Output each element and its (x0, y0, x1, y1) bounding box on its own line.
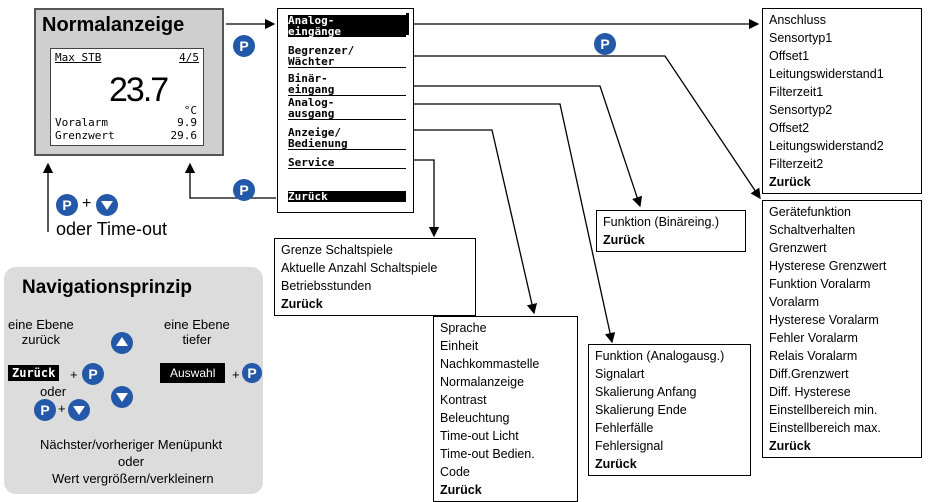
box-item: Fehlerfälle (595, 421, 654, 435)
menu-item-zurueck[interactable]: Zurück (288, 191, 406, 202)
normal-display-panel: Normalanzeige Max STB 4/5 23.7 °C Vorala… (34, 8, 224, 156)
panel-title: Normalanzeige (42, 14, 185, 36)
plus-sign: + (82, 195, 92, 212)
navigation-title: Navigationsprinzip (22, 277, 192, 298)
box-item: Offset2 (769, 121, 810, 135)
box-item: Beleuchtung (440, 411, 510, 425)
box-item: Signalart (595, 367, 645, 381)
box-item: Time-out Licht (440, 429, 519, 443)
box-item-zurueck: Zurück (595, 457, 637, 471)
up-key-icon (111, 332, 133, 354)
back-hint: oder Time-out (56, 219, 168, 239)
box-begrenzer: Gerätefunktion Schaltverhalten Grenzwert… (762, 200, 922, 458)
down-key-icon (111, 386, 133, 408)
box-item: Diff. Hysterese (769, 385, 851, 399)
oder-label: oder (40, 384, 67, 399)
nav-bottom-line3: Wert vergrößern/verkleinern (52, 471, 214, 486)
back-level-label: eine Ebene zurück (8, 317, 74, 347)
menu-item-begrenzer[interactable]: Begrenzer/ Wächter (288, 45, 406, 68)
box-item: Einstellbereich max. (769, 421, 881, 435)
lcd-unit: °C (183, 104, 197, 117)
p-key-icon: P (233, 179, 255, 201)
box-item-zurueck: Zurück (440, 483, 482, 497)
box-item: Grenzwert (769, 241, 827, 255)
box-item: Relais Voralarm (769, 349, 858, 363)
box-analog-in: Anschluss Sensortyp1 Offset1 Leitungswid… (762, 8, 922, 194)
box-item-zurueck: Zurück (603, 233, 645, 247)
box-item: Grenze Schaltspiele (281, 243, 393, 257)
lcd-row1-value: 9.9 (177, 116, 197, 129)
p-key-icon: P (594, 33, 616, 55)
box-analog-out: Funktion (Analogausg.) Signalart Skalier… (588, 344, 751, 476)
down-key-icon (68, 399, 90, 421)
box-item: Kontrast (440, 393, 487, 407)
p-key-icon: P (242, 363, 262, 383)
box-item: Time-out Bedien. (440, 447, 535, 461)
box-item: Leitungswiderstand2 (769, 139, 884, 153)
box-item: Sensortyp1 (769, 31, 833, 45)
box-item: Fehlersignal (595, 439, 664, 453)
box-item: Funktion (Binäreing.) (603, 215, 720, 229)
box-item: Sprache (440, 321, 487, 335)
plus-sign: + (58, 401, 66, 416)
plus-sign: + (232, 367, 240, 382)
p-key-icon: P (233, 35, 255, 57)
box-service: Grenze Schaltspiele Aktuelle Anzahl Scha… (274, 238, 476, 316)
p-key-icon: P (56, 194, 78, 216)
menu-item-binaer[interactable]: Binär- eingang (288, 73, 406, 96)
box-item: Skalierung Ende (595, 403, 687, 417)
box-item: Gerätefunktion (769, 205, 851, 219)
box-item: Skalierung Anfang (595, 385, 697, 399)
lcd-top-left: Max STB (55, 51, 102, 64)
menu-item-analog-in[interactable]: Analog- eingänge (288, 15, 406, 37)
nav-bottom-line2: oder (118, 454, 145, 469)
box-item: Voralarm (769, 295, 820, 309)
down-key-icon (96, 194, 118, 216)
plus-sign: + (70, 367, 78, 382)
box-item: Hysterese Grenzwert (769, 259, 887, 273)
menu-item-service[interactable]: Service (288, 157, 406, 169)
lcd-top-right: 4/5 (179, 51, 199, 64)
menu-item-anzeige[interactable]: Anzeige/ Bedienung (288, 127, 406, 150)
box-item: Nachkommastelle (440, 357, 540, 371)
menu-item-analog-out[interactable]: Analog- ausgang (288, 97, 406, 120)
box-item: Betriebsstunden (281, 279, 372, 293)
box-item: Sensortyp2 (769, 103, 833, 117)
main-menu: Analog- eingänge Begrenzer/ Wächter Binä… (277, 8, 414, 213)
lcd-row1-label: Voralarm (55, 116, 108, 129)
box-item: Leitungswiderstand1 (769, 67, 884, 81)
zurueck-button: Zurück (8, 365, 60, 381)
box-item: Normalanzeige (440, 375, 525, 389)
scrollbar (406, 13, 409, 35)
box-item: Einstellbereich min. (769, 403, 878, 417)
box-item-zurueck: Zurück (769, 175, 811, 189)
box-item-zurueck: Zurück (281, 297, 323, 311)
lcd-row2-label: Grenzwert (55, 129, 115, 142)
box-item: Diff.Grenzwert (769, 367, 849, 381)
box-item-zurueck: Zurück (769, 439, 811, 453)
box-item: Anschluss (769, 13, 826, 27)
lcd-main-value: 23.7 (109, 71, 169, 109)
box-item: Funktion (Analogausg.) (595, 349, 725, 363)
box-item: Hysterese Voralarm (769, 313, 879, 327)
box-item: Schaltverhalten (769, 223, 856, 237)
lcd-row2-value: 29.6 (170, 129, 198, 142)
box-item: Funktion Voralarm (769, 277, 871, 291)
p-key-icon: P (34, 399, 56, 421)
deeper-level-label: eine Ebene tiefer (164, 317, 230, 347)
nav-bottom-line1: Nächster/vorheriger Menüpunkt (40, 437, 223, 452)
box-binaer: Funktion (Binäreing.) Zurück (596, 210, 746, 252)
box-item: Einheit (440, 339, 479, 353)
auswahl-button: Auswahl (160, 363, 226, 383)
box-item: Code (440, 465, 470, 479)
box-item: Fehler Voralarm (769, 331, 858, 345)
p-key-icon: P (82, 363, 104, 385)
lcd-screen: Max STB 4/5 23.7 °C Voralarm 9.9 Grenzwe… (50, 48, 204, 146)
box-item: Filterzeit1 (769, 85, 824, 99)
box-item: Filterzeit2 (769, 157, 824, 171)
box-item: Aktuelle Anzahl Schaltspiele (281, 261, 438, 275)
box-item: Offset1 (769, 49, 810, 63)
box-anzeige: Sprache Einheit Nachkommastelle Normalan… (433, 316, 578, 502)
